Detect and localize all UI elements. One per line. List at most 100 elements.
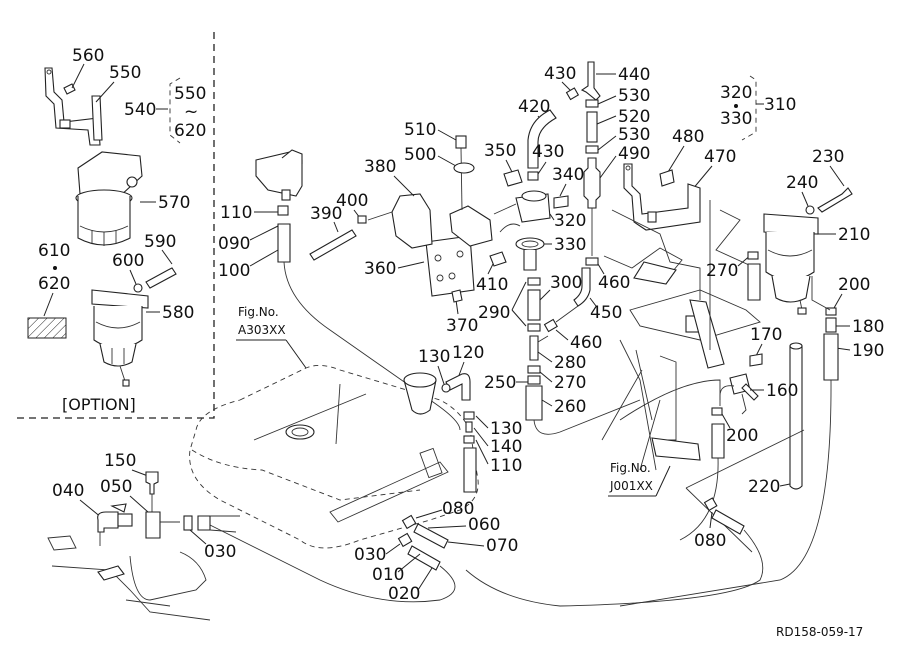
- joint-250: [527, 375, 541, 385]
- clamp-270-center: [527, 365, 541, 374]
- hose-520: [586, 111, 598, 143]
- callout-180: 180: [852, 317, 884, 337]
- bolt-510: [455, 135, 467, 149]
- callout-070: 070: [486, 536, 518, 556]
- clamp-400: [357, 215, 367, 224]
- hose-stub-200: [711, 423, 725, 459]
- callout-340: 340: [552, 165, 584, 185]
- bolt-370: [451, 289, 463, 303]
- clamp-430-top: [565, 87, 580, 101]
- callout-480: 480: [672, 127, 704, 147]
- filter-head-570: [75, 151, 143, 246]
- filter-580: [91, 289, 149, 387]
- hose-090: [277, 223, 291, 263]
- callout-240: 240: [786, 173, 818, 193]
- callout-550: 550: [109, 63, 141, 83]
- callout-350: 350: [484, 141, 516, 161]
- clamp-030-left: [183, 515, 193, 531]
- callout-440: 440: [618, 65, 650, 85]
- washer-600: [133, 283, 143, 293]
- callout-580: 580: [162, 303, 194, 323]
- fig-ref-2-line1: Fig.No.: [610, 461, 651, 475]
- clamp-460-top: [585, 257, 599, 266]
- hose-300: [527, 289, 541, 321]
- bracket-return-line: [255, 149, 303, 201]
- callout-200-right: 200: [838, 275, 870, 295]
- callout-020: 020: [388, 584, 420, 604]
- clamp-460-bottom: [543, 318, 558, 333]
- callout-270-center: 270: [554, 373, 586, 393]
- callout-360: 360: [364, 259, 396, 279]
- clamp-530-top: [585, 99, 599, 108]
- clamp-290-bottom: [527, 323, 541, 332]
- callout-430-top: 430: [544, 64, 576, 84]
- option-box: 560 550 540 550 ~ 620 570 590 600: [12, 32, 215, 419]
- callout-230: 230: [812, 147, 844, 167]
- callout-080-center: 080: [442, 499, 474, 519]
- callout-280: 280: [554, 353, 586, 373]
- callout-130-bottom: 130: [490, 419, 522, 439]
- hose-420: [527, 109, 557, 169]
- hose-450: [573, 267, 591, 307]
- set-310-dot: [734, 104, 738, 108]
- callout-450: 450: [590, 303, 622, 323]
- callout-510: 510: [404, 120, 436, 140]
- callout-200-bottom: 200: [726, 426, 758, 446]
- clamp-110-b: [463, 435, 475, 444]
- gasket-500: [453, 162, 475, 174]
- callout-270-right: 270: [706, 261, 738, 281]
- callout-130-top: 130: [418, 347, 450, 367]
- option-box-border: [12, 32, 215, 419]
- callout-570: 570: [158, 193, 190, 213]
- callout-290: 290: [478, 303, 510, 323]
- joint-280: [529, 335, 539, 361]
- callout-090: 090: [218, 234, 250, 254]
- callout-110-bottom: 110: [490, 456, 522, 476]
- drawing-code: RD158-059-17: [776, 625, 863, 639]
- clamp-080-center: [401, 514, 417, 530]
- callout-530-top: 530: [618, 86, 650, 106]
- callout-530-bottom: 530: [618, 125, 650, 145]
- callout-100: 100: [218, 261, 250, 281]
- bracket-470: [623, 163, 701, 231]
- filter-cup-330: [515, 237, 545, 271]
- callout-540: 540: [124, 100, 156, 120]
- fuel-filter-210: [763, 213, 819, 315]
- callout-220: 220: [748, 477, 780, 497]
- callout-430-mid: 430: [532, 142, 564, 162]
- callout-420: 420: [518, 97, 550, 117]
- clamp-080-right: [703, 497, 718, 512]
- joint-180: [825, 317, 837, 333]
- fitting-350: [503, 169, 523, 187]
- callout-400: 400: [336, 191, 368, 211]
- callout-160: 160: [766, 381, 798, 401]
- fig-ref-2-line2: J001XX: [609, 479, 653, 493]
- callout-010: 010: [372, 565, 404, 585]
- callout-110-top: 110: [220, 203, 252, 223]
- bolt-480: [659, 169, 675, 187]
- bolt-230: [817, 187, 853, 213]
- range-start: 550: [174, 84, 206, 104]
- clamp-200-b: [711, 407, 723, 416]
- bracket-part-550: [44, 67, 103, 146]
- hose-220: [789, 345, 803, 490]
- bolt-340: [553, 195, 569, 209]
- callout-030-left: 030: [204, 542, 236, 562]
- set-310-bottom: 330: [720, 109, 752, 129]
- callout-560: 560: [72, 46, 104, 66]
- clamp-530-bottom: [585, 145, 599, 154]
- callout-210: 210: [838, 225, 870, 245]
- hose-stub: [463, 447, 477, 493]
- callout-190: 190: [852, 341, 884, 361]
- range-sep: ~: [184, 102, 198, 122]
- mounting-frame: [47, 535, 211, 621]
- frame-structure: [601, 200, 761, 471]
- bolt-150: [145, 471, 159, 495]
- callout-470: 470: [704, 147, 736, 167]
- set-bottom-620: 620: [38, 274, 70, 294]
- hose-260: [525, 385, 543, 421]
- callout-120: 120: [452, 343, 484, 363]
- joint-050: [145, 511, 161, 539]
- callout-460-top: 460: [598, 273, 630, 293]
- option-caption: [OPTION]: [62, 395, 136, 414]
